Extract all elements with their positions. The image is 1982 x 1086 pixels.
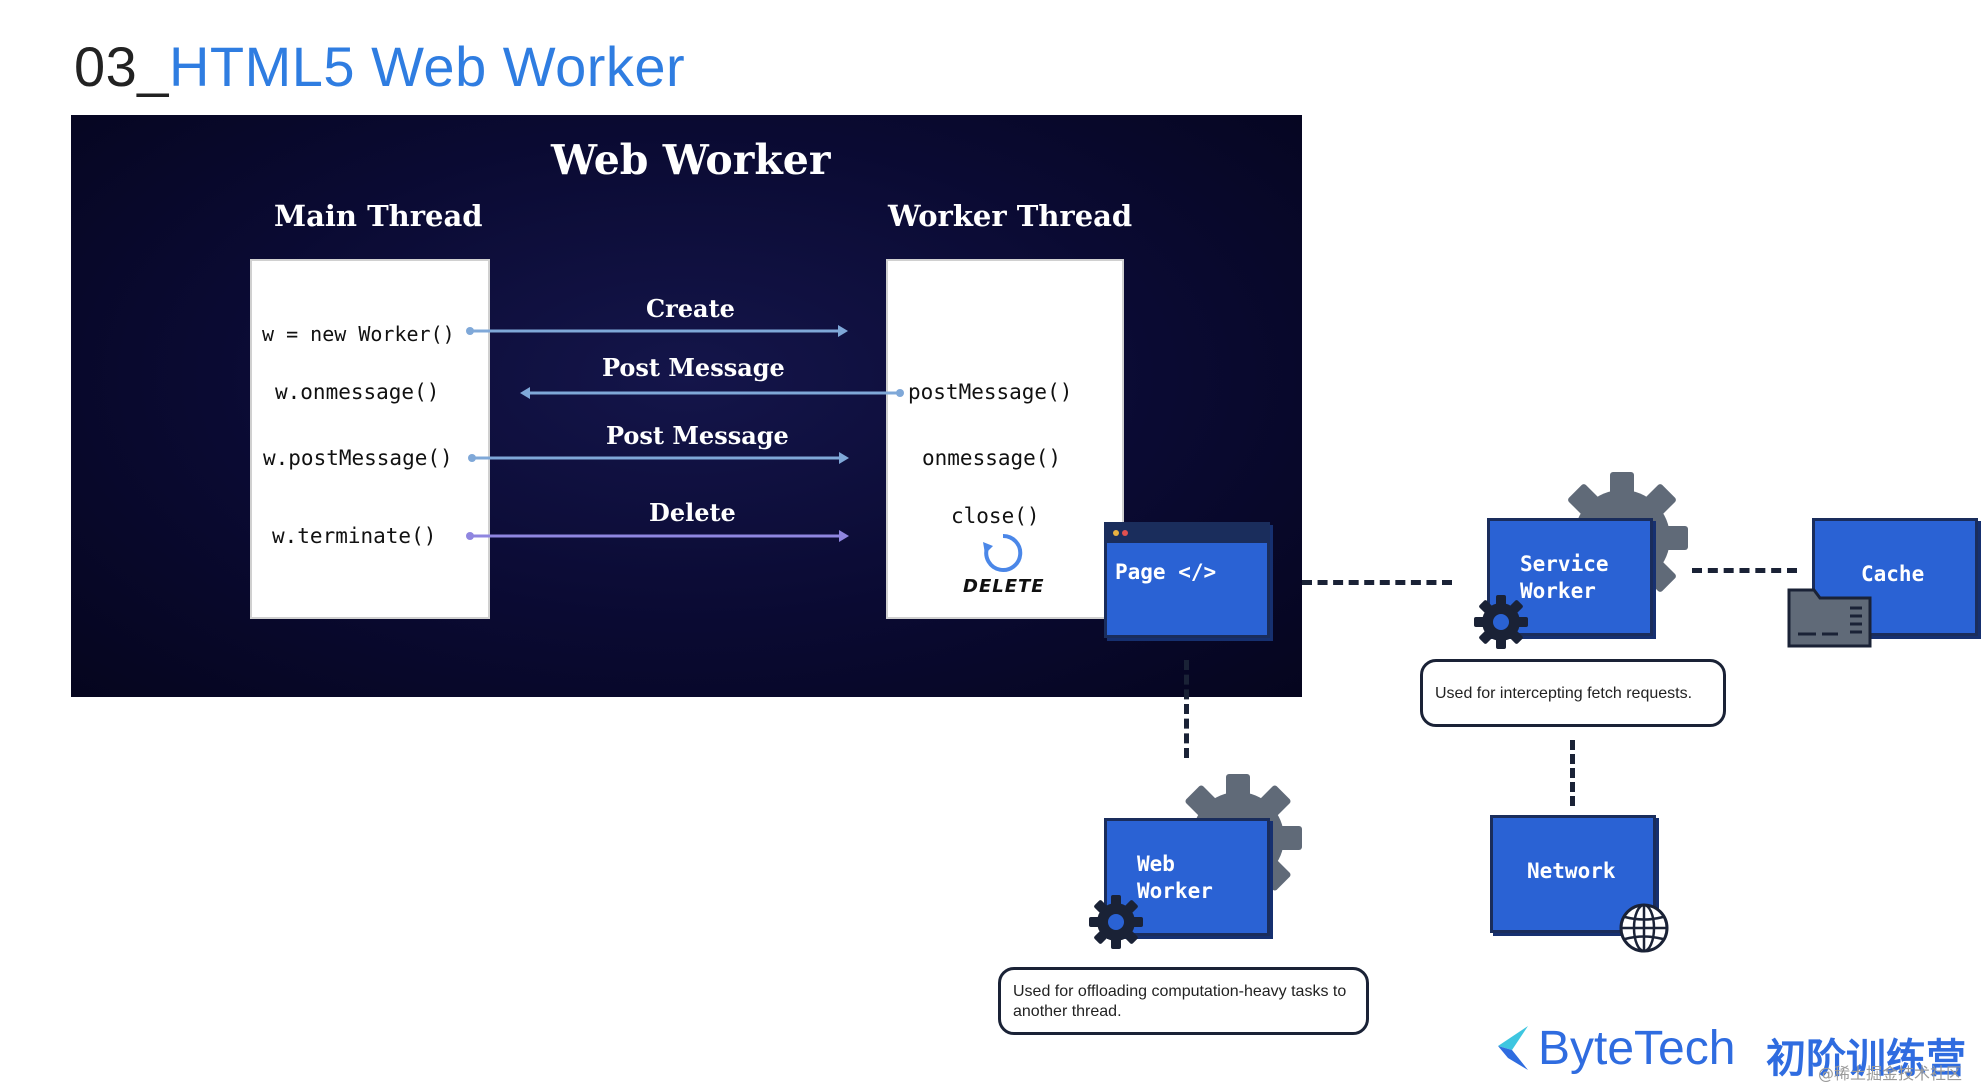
worker-call-postmessage: postMessage() [908, 380, 1073, 404]
watermark: @稀土掘金技术社区 [1818, 1064, 1963, 1083]
web-worker-note: Used for offloading computation-heavy ta… [998, 967, 1369, 1035]
connector-page-service-worker [1302, 580, 1452, 585]
worker-thread-card [886, 259, 1124, 619]
panel-title: Web Worker [551, 136, 831, 184]
arrow-delete [466, 530, 849, 542]
page-window-bar [1107, 525, 1267, 543]
gear-icon [1474, 595, 1528, 649]
main-call-terminate: w.terminate() [272, 524, 437, 548]
slide-title-text: HTML5 Web Worker [168, 35, 686, 98]
arrow-label-create: Create [646, 294, 735, 323]
connector-note-network [1570, 740, 1575, 806]
connector-page-web-worker [1184, 660, 1189, 758]
web-worker-label-line1: Web [1137, 852, 1175, 876]
worker-call-onmessage: onmessage() [922, 446, 1062, 470]
slide-number: 03_ [74, 35, 169, 98]
arrow-create [466, 325, 848, 337]
arrow-label-delete: Delete [649, 498, 736, 527]
arrow-post-message-to-worker [468, 452, 849, 464]
web-worker-box: Web Worker [1104, 818, 1270, 936]
brand-name: ByteTech [1538, 1022, 1736, 1075]
service-worker-note: Used for intercepting fetch requests. [1420, 659, 1726, 727]
globe-icon [1619, 903, 1669, 953]
brand-subtitle: 初阶训练营 [1766, 1036, 1966, 1082]
arrow-label-post-message-2: Post Message [606, 421, 789, 450]
main-thread-label: Main Thread [274, 199, 483, 233]
cache-label: Cache [1861, 562, 1925, 586]
main-thread-card [250, 259, 490, 619]
main-call-onmessage: w.onmessage() [275, 380, 440, 404]
service-worker-label-line2: Worker [1520, 579, 1596, 603]
network-box: Network [1490, 815, 1656, 933]
network-label: Network [1527, 859, 1616, 883]
refresh-icon [983, 533, 1023, 572]
main-call-new-worker: w = new Worker() [262, 322, 455, 346]
worker-thread-label: Worker Thread [888, 199, 1133, 233]
page-label: Page </> [1115, 560, 1217, 584]
web-worker-label-line2: Worker [1137, 879, 1213, 903]
arrow-label-post-message-1: Post Message [602, 353, 785, 382]
folder-icon [1787, 588, 1872, 648]
worker-call-close: close() [951, 504, 1040, 528]
delete-label: DELETE [963, 576, 1045, 597]
main-call-postmessage: w.postMessage() [263, 446, 453, 470]
bytetech-logo-icon [1498, 1026, 1528, 1070]
service-worker-label-line1: Service [1520, 552, 1609, 576]
connector-service-worker-cache [1692, 568, 1797, 573]
slide-title: 03_HTML5 Web Worker [74, 34, 685, 99]
gear-icon [1089, 895, 1143, 949]
page-box: Page </> [1104, 522, 1270, 638]
arrow-post-message-to-main [520, 387, 904, 399]
